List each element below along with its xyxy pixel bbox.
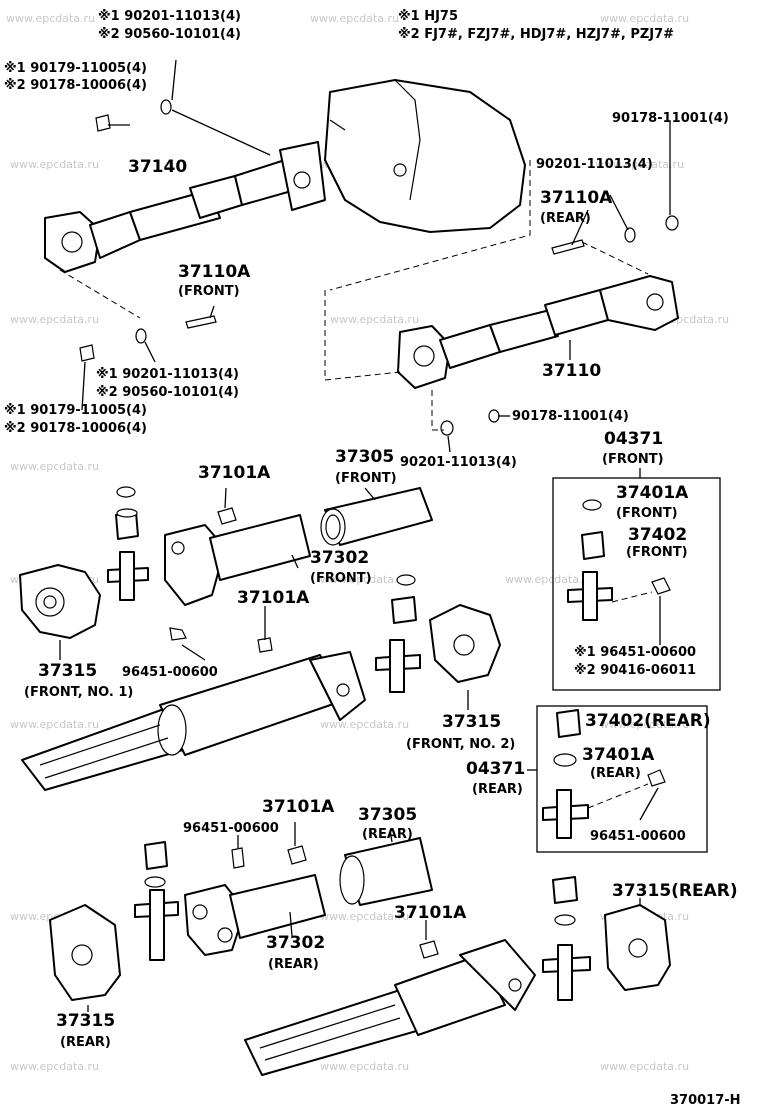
header-note-1: ※1 HJ75 (398, 9, 458, 24)
watermark: www.epcdata.ru (10, 313, 99, 326)
label-37315-rear-right: 37315(REAR) (612, 881, 738, 901)
watermark: www.epcdata.ru (320, 1060, 409, 1073)
label-box-note-1: ※1 96451-00600 (574, 645, 696, 660)
watermark: www.epcdata.ru (310, 12, 399, 25)
labels: ※1 90201-11013(4) ※2 90560-10101(4) ※1 H… (4, 9, 741, 1108)
label-front-37402: (FRONT) (626, 545, 688, 560)
label-37110: 37110 (542, 361, 601, 381)
label-37101a-4: 37101A (394, 903, 467, 923)
watermark: www.epcdata.ru (600, 1060, 689, 1073)
label-04371-rear: 04371 (466, 759, 525, 779)
label-37140: 37140 (128, 157, 187, 177)
watermark: www.epcdata.ru (505, 573, 594, 586)
watermark: www.epcdata.ru (10, 718, 99, 731)
label-mid-note-1-nut: ※1 90179-11005(4) (4, 403, 147, 418)
watermark: www.epcdata.ru (10, 158, 99, 171)
label-37110a-front: 37110A (178, 262, 251, 282)
leaders-bottom (87, 822, 641, 1012)
label-front-37110a: (FRONT) (178, 284, 240, 299)
label-front-37401a: (FRONT) (616, 506, 678, 521)
label-96451-00600-box: 96451-00600 (590, 829, 686, 844)
watermark: www.epcdata.ru (330, 313, 419, 326)
rear-joint-kit-box (527, 705, 708, 853)
label-96451-00600-1: 96451-00600 (122, 665, 218, 680)
label-note-2-part: ※2 90560-10101(4) (98, 27, 241, 42)
label-37402-front: 37402 (628, 525, 687, 545)
diagram-code: 370017-H (670, 1093, 741, 1108)
label-front-04371: (FRONT) (602, 452, 664, 467)
label-rear-37302: (REAR) (268, 957, 319, 972)
watermark: www.epcdata.ru (320, 573, 409, 586)
label-37401a-front: 37401A (616, 483, 689, 503)
front-shaft-exploded (19, 486, 501, 791)
label-37110a-rear: 37110A (540, 188, 613, 208)
label-37101a-2: 37101A (237, 588, 310, 608)
propeller-shaft-37110 (397, 275, 679, 389)
label-37101a-3: 37101A (262, 797, 335, 817)
label-37315-front-no2: 37315 (442, 712, 501, 732)
label-96451-00600-2: 96451-00600 (183, 821, 279, 836)
watermark: www.epcdata.ru (10, 460, 99, 473)
label-note-1-nut: ※1 90179-11005(4) (4, 61, 147, 76)
rear-shaft-exploded (49, 837, 671, 1076)
watermark: www.epcdata.ru (6, 12, 95, 25)
transfer-case-drawing (324, 79, 526, 233)
label-37101a-1: 37101A (198, 463, 271, 483)
label-37305-front: 37305 (335, 447, 394, 467)
label-04371-front: 04371 (604, 429, 663, 449)
label-37401a-rear: 37401A (582, 745, 655, 765)
hardware-top (79, 99, 679, 436)
label-mid-note-2-nut: ※2 90178-10006(4) (4, 421, 147, 436)
label-front-37305: (FRONT) (335, 471, 397, 486)
watermark: www.epcdata.ru (600, 718, 689, 731)
watermark: www.epcdata.ru (10, 1060, 99, 1073)
label-37302-rear: 37302 (266, 933, 325, 953)
watermark: www.epcdata.ru (320, 910, 409, 923)
header-note-2: ※2 FJ7#, FZJ7#, HDJ7#, HZJ7#, PZJ7# (398, 27, 674, 42)
label-rear-37315: (REAR) (60, 1035, 111, 1050)
label-note-1-part: ※1 90201-11013(4) (98, 9, 241, 24)
watermark: www.epcdata.ru (595, 158, 684, 171)
label-rear-04371: (REAR) (472, 782, 523, 797)
front-joint-kit-box (552, 468, 721, 691)
label-90201-11013-top: 90201-11013(4) (536, 157, 653, 172)
label-rear-37401a: (REAR) (590, 766, 641, 781)
label-rear-37110a: (REAR) (540, 211, 591, 226)
label-note-2-nut: ※2 90178-10006(4) (4, 78, 147, 93)
label-front-37302: (FRONT) (310, 571, 372, 586)
label-front-no-1: (FRONT, NO. 1) (24, 685, 133, 700)
label-mid-note-2-part: ※2 90560-10101(4) (96, 385, 239, 400)
leaders-top (59, 59, 671, 453)
label-37315-rear-left: 37315 (56, 1011, 115, 1031)
label-rear-37305: (REAR) (362, 827, 413, 842)
leaders-middle (59, 487, 469, 710)
label-90178-11001-mid: 90178-11001(4) (512, 409, 629, 424)
label-37402-rear: 37402(REAR) (585, 711, 711, 731)
label-90178-11001-top: 90178-11001(4) (612, 111, 729, 126)
label-37315-front-no1: 37315 (38, 661, 97, 681)
label-37302-front: 37302 (310, 548, 369, 568)
label-37305-rear: 37305 (358, 805, 417, 825)
label-front-no-2: (FRONT, NO. 2) (406, 737, 515, 752)
label-90201-11013-mid: 90201-11013(4) (400, 455, 517, 470)
watermark: www.epcdata.ru (600, 12, 689, 25)
propeller-shaft-37140 (44, 141, 326, 273)
label-box-note-2: ※2 90416-06011 (574, 663, 696, 678)
label-mid-note-1-part: ※1 90201-11013(4) (96, 367, 239, 382)
watermark: www.epcdata.ru (320, 718, 409, 731)
